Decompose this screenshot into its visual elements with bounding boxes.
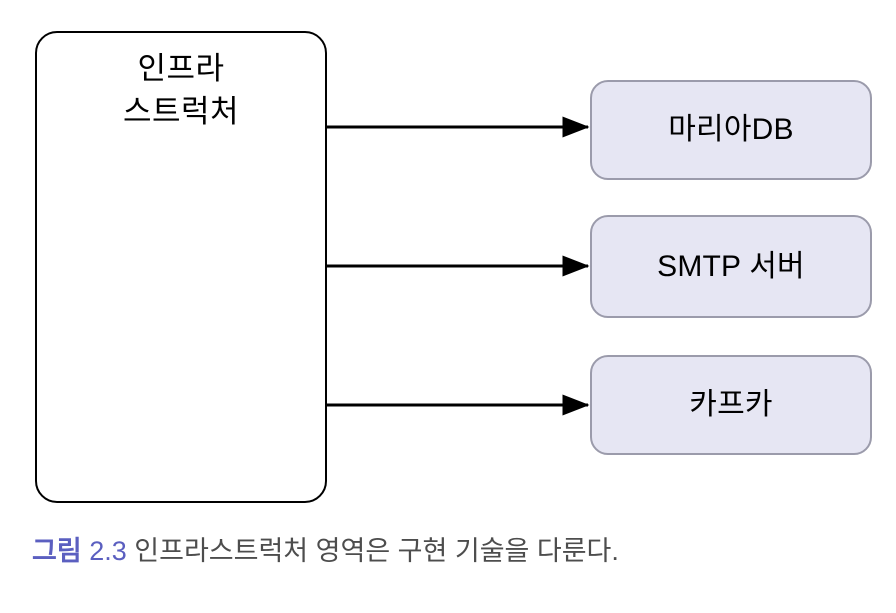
component-box-mariadb[interactable]: 마리아DB [590,80,872,180]
component-box-kafka[interactable]: 카프카 [590,355,872,455]
component-label-kafka: 카프카 [689,388,773,421]
infrastructure-box-label: 인프라 스트럭처 [122,51,240,129]
component-label-mariadb: 마리아DB [668,113,794,146]
component-box-smtp-server[interactable]: SMTP 서버 [590,215,872,318]
figure-caption: 그림 2.3 인프라스트럭처 영역은 구현 기술을 다룬다. [32,531,619,571]
caption-text: 인프라스트럭처 영역은 구현 기술을 다룬다. [134,536,619,566]
component-label-smtp-server: SMTP 서버 [657,249,805,283]
caption-figure-word: 그림 [32,536,82,566]
caption-figure-number: 2.3 [89,536,127,566]
infrastructure-box[interactable]: 인프라 스트럭처 [35,31,327,503]
